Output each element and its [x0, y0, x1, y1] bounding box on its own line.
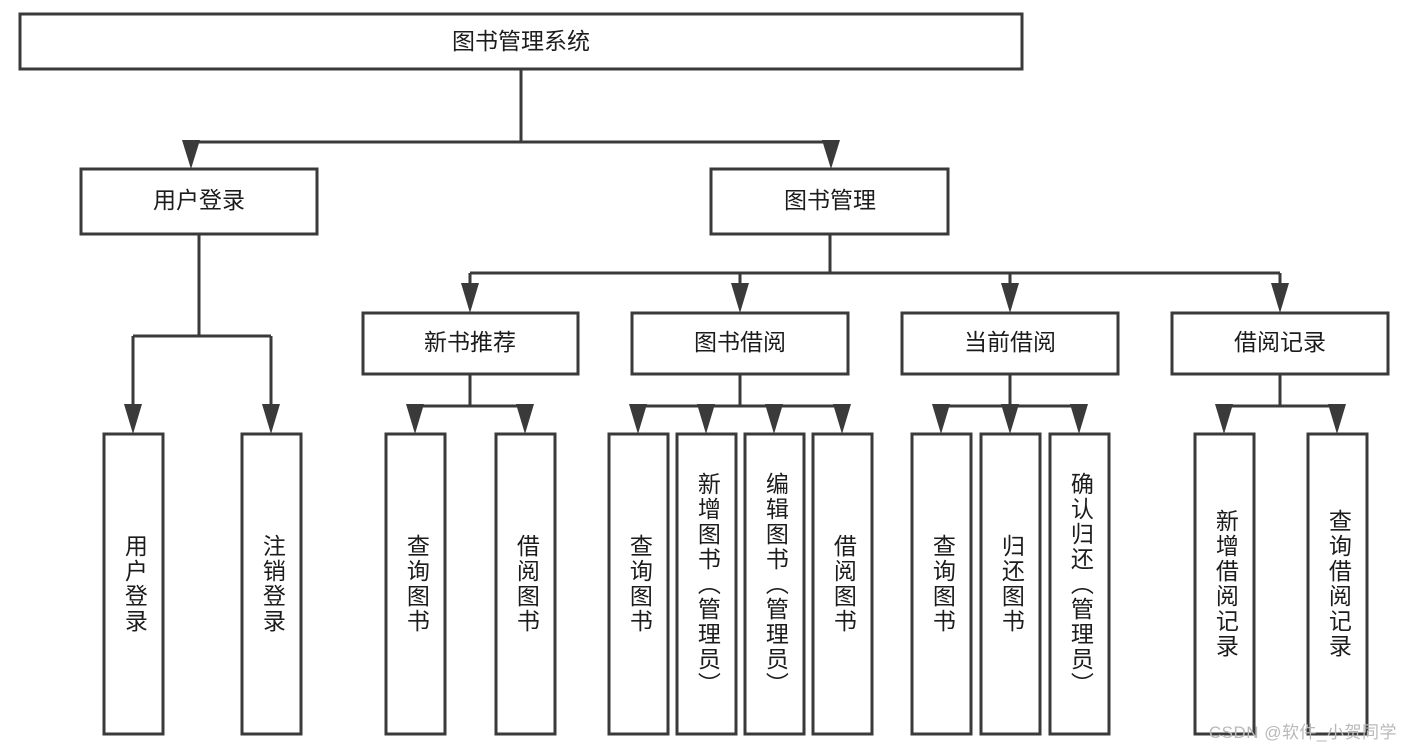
leaf-box-cb-2[interactable] [979, 432, 1042, 736]
leaf-box-user-login-2[interactable] [240, 432, 303, 736]
leaf-box-br-1[interactable] [1193, 432, 1256, 736]
leaf-box-nbr-1[interactable] [384, 432, 447, 736]
node-borrow-record-box[interactable] [1170, 311, 1390, 376]
arrow-to-leaf-bb-3 [765, 404, 783, 434]
leaf-box-bb-4[interactable] [811, 432, 874, 736]
node-root-label: 图书管理系统 [452, 28, 590, 54]
node-borrow-record-label: 借阅记录 [1234, 329, 1326, 355]
leaf-box-cb-3[interactable] [1048, 432, 1111, 736]
node-book-manage-box[interactable] [709, 167, 950, 236]
leaf-box-user-login-1[interactable] [102, 432, 165, 736]
arrow-to-borrow-record [1271, 283, 1289, 313]
leaf-box-bb-1[interactable] [607, 432, 670, 736]
arrow-to-leaf-br-1 [1215, 404, 1233, 434]
arrow-to-leaf-nbr-2 [516, 404, 534, 434]
arrow-to-leaf-cb-1 [932, 404, 950, 434]
node-user-login-label: 用户登录 [153, 187, 245, 213]
node-new-book-recommend-box[interactable] [361, 311, 580, 376]
leaf-box-bb-3[interactable] [743, 432, 806, 736]
arrow-to-leaf-cb-3 [1070, 404, 1088, 434]
node-book-borrow-label: 图书借阅 [694, 329, 786, 355]
leaf-box-nbr-2[interactable] [494, 432, 557, 736]
node-book-borrow-box[interactable] [630, 311, 850, 376]
arrow-to-current-borrow [1001, 283, 1019, 313]
node-current-borrow-label: 当前借阅 [964, 329, 1056, 355]
arrow-to-book-manage [822, 140, 840, 169]
arrow-to-leaf-bb-1 [629, 404, 647, 434]
arrow-to-leaf-nbr-1 [406, 404, 424, 434]
arrow-to-user-login [182, 140, 200, 169]
arrow-to-leaf-user-login-2 [262, 404, 280, 434]
node-current-borrow-box[interactable] [900, 311, 1120, 376]
arrow-to-book-borrow [731, 283, 749, 313]
leaf-box-bb-2[interactable] [675, 432, 738, 736]
node-new-book-recommend-label: 新书推荐 [424, 329, 516, 355]
node-book-manage-label: 图书管理 [784, 187, 876, 213]
arrow-to-leaf-user-login-1 [124, 404, 142, 434]
arrow-to-leaf-cb-2 [1001, 404, 1019, 434]
arrow-to-leaf-br-2 [1328, 404, 1346, 434]
arrow-to-leaf-bb-4 [833, 404, 851, 434]
leaf-box-cb-1[interactable] [910, 432, 973, 736]
leaf-box-br-2[interactable] [1306, 432, 1369, 736]
arrow-to-new-book-recommend [461, 283, 479, 313]
node-root-box[interactable] [18, 12, 1024, 71]
arrow-to-leaf-bb-2 [697, 404, 715, 434]
csdn-watermark: CSDN @软件_小贺同学 [1208, 723, 1397, 742]
